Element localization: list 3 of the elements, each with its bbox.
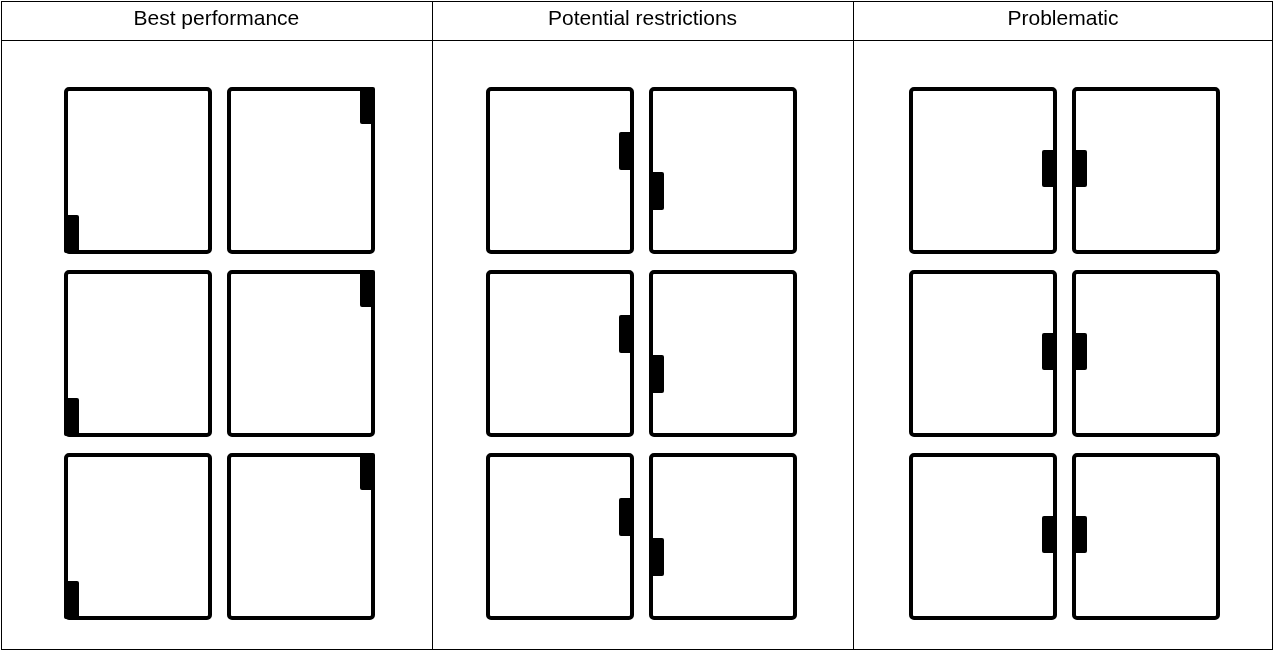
column-header: Best performance <box>133 6 300 30</box>
column-header: Potential restrictions <box>548 6 738 30</box>
column-header: Problematic <box>1007 6 1119 30</box>
